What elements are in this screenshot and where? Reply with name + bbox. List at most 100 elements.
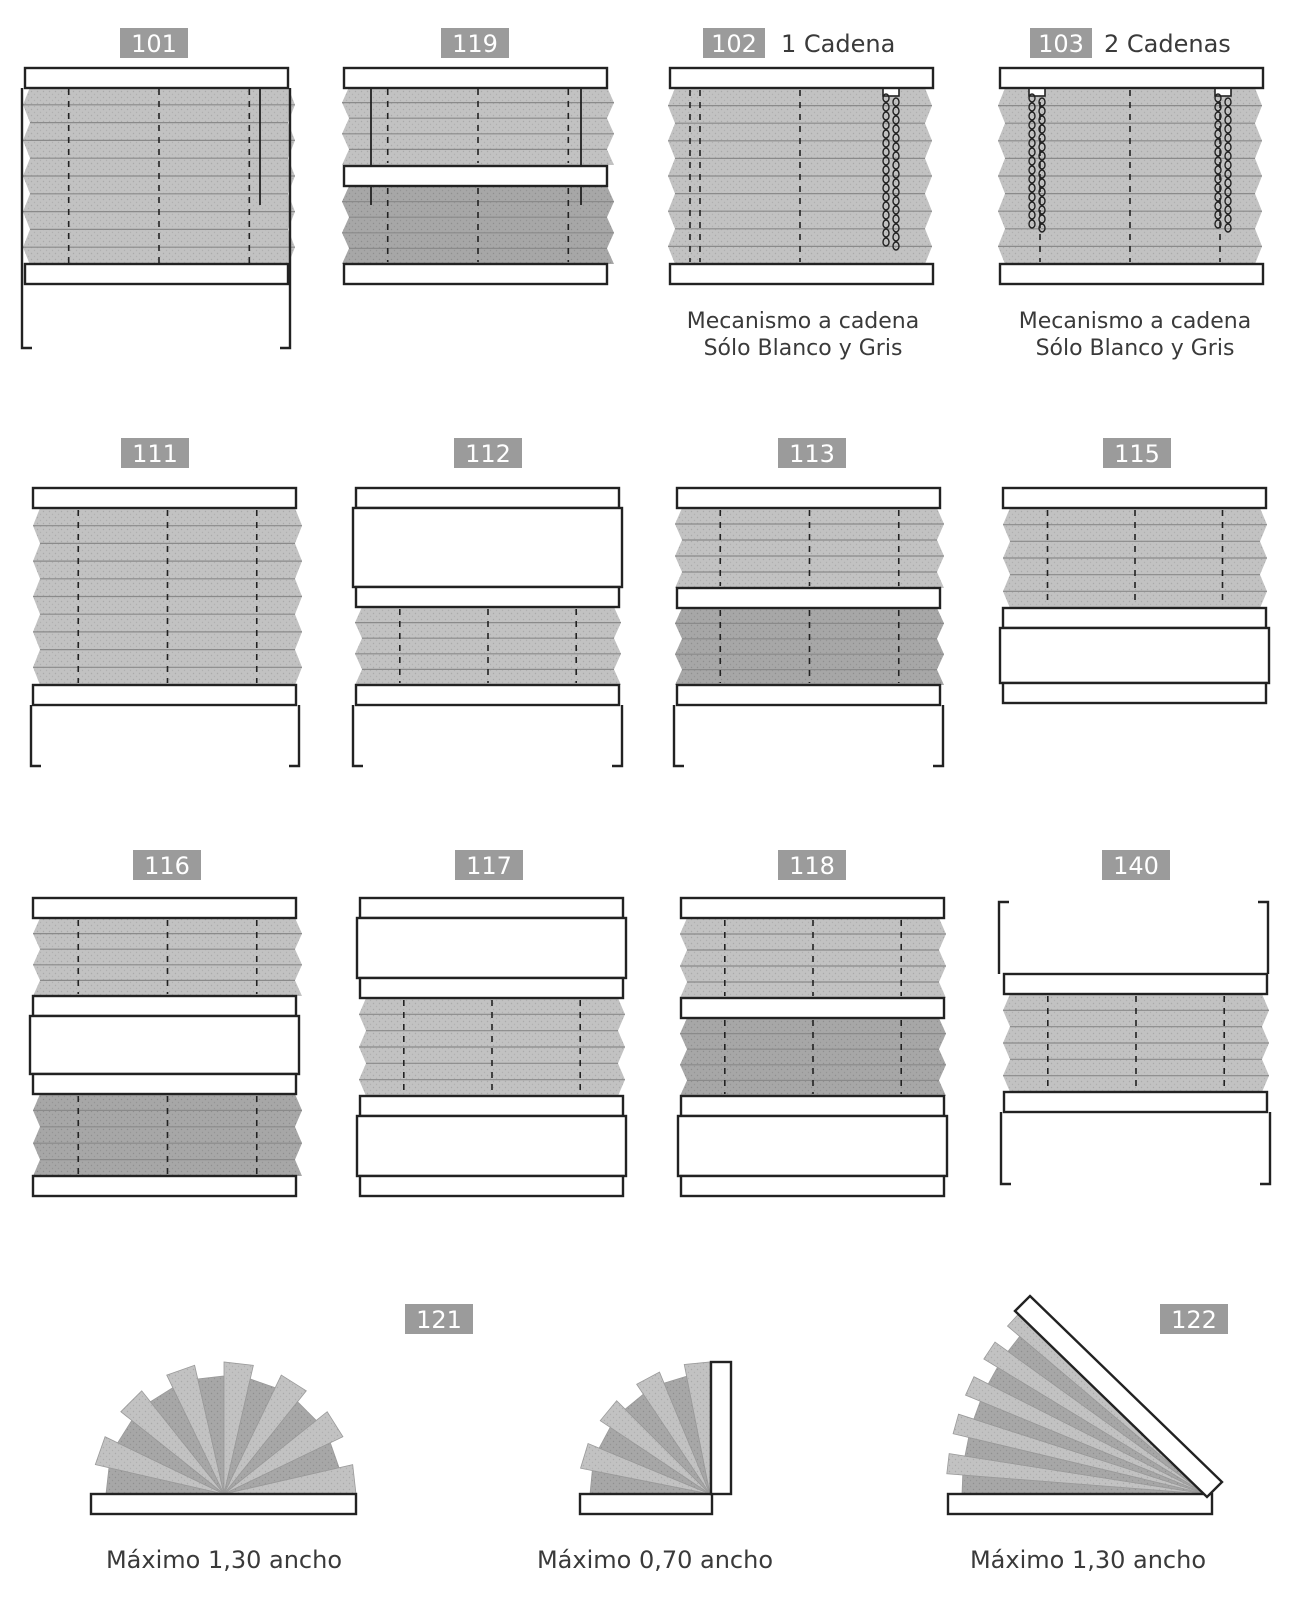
- chain-link: [882, 192, 890, 202]
- chain-count-label: 1 Cadena: [781, 30, 895, 58]
- chain-link: [1224, 115, 1232, 125]
- chain-link: [892, 232, 900, 242]
- model-121-corner: Máximo 0,70 ancho: [537, 1546, 773, 1574]
- chain-link: [1224, 151, 1232, 161]
- code-label: 103: [1038, 30, 1084, 58]
- bottom-rail: [342, 262, 609, 286]
- open-panel: [351, 506, 624, 589]
- chain-link: [1028, 147, 1036, 157]
- chain-link: [892, 160, 900, 170]
- chain-link: [892, 151, 900, 161]
- middle-rail: [358, 976, 625, 1000]
- bottom-rail: [675, 683, 942, 707]
- bottom-rail: [31, 683, 298, 707]
- chain-link: [882, 102, 890, 112]
- bottom-rail: [1001, 681, 1268, 705]
- code-label: 112: [465, 440, 511, 468]
- code-label: 118: [789, 852, 835, 880]
- chain-link: [1038, 214, 1046, 224]
- code-badge: [1030, 28, 1092, 58]
- max-width-caption: Máximo 1,30 ancho: [970, 1546, 1206, 1574]
- code-badge: [120, 28, 188, 58]
- chain-link: [1214, 138, 1222, 148]
- left-bracket: [20, 88, 32, 350]
- chain-link: [1224, 106, 1232, 116]
- chain-link: [882, 147, 890, 157]
- chain-link: [1214, 120, 1222, 130]
- code-label: 119: [452, 30, 498, 58]
- chain-link: [892, 124, 900, 134]
- chain-link: [892, 223, 900, 233]
- chain-link: [1214, 102, 1222, 112]
- chain-link: [1028, 129, 1036, 139]
- bottom-rail: [23, 262, 290, 286]
- chain-link: [1214, 201, 1222, 211]
- chain-link: [1028, 210, 1036, 220]
- open-panel: [355, 916, 628, 980]
- chain-link: [1038, 106, 1046, 116]
- chain-link: [1028, 174, 1036, 184]
- chain-link: [1038, 160, 1046, 170]
- bottom-rail: [358, 1174, 625, 1198]
- chain-link: [1224, 124, 1232, 134]
- chain-link: [1028, 93, 1036, 103]
- max-width-caption: Máximo 0,70 ancho: [537, 1546, 773, 1574]
- chain-link: [882, 228, 890, 238]
- top-rail: [679, 896, 946, 920]
- right-bracket: [289, 705, 301, 768]
- bottom-rail: [998, 262, 1265, 286]
- caption-line-2: Sólo Blanco y Gris: [1036, 336, 1235, 361]
- chain-link: [892, 142, 900, 152]
- code-label: 122: [1171, 1306, 1217, 1334]
- top-rail: [675, 486, 942, 510]
- right-bracket: [280, 88, 292, 350]
- code-label: 115: [1114, 440, 1160, 468]
- right-bracket: [1260, 1112, 1272, 1186]
- code-badge: [455, 850, 523, 880]
- chain-link: [882, 156, 890, 166]
- chain-link: [1028, 138, 1036, 148]
- chain-link: [1224, 142, 1232, 152]
- chain-link: [892, 187, 900, 197]
- top-rail: [1002, 972, 1269, 996]
- right-bracket: [1258, 900, 1270, 974]
- chain-link: [1038, 169, 1046, 179]
- chain-link: [1038, 151, 1046, 161]
- open-panel: [28, 1014, 301, 1076]
- chain-link: [1028, 201, 1036, 211]
- chain-link: [1038, 196, 1046, 206]
- model-140: 140: [1102, 850, 1170, 880]
- chain-link: [1224, 160, 1232, 170]
- chain-link: [882, 201, 890, 211]
- chain-link: [1028, 120, 1036, 130]
- chain-link: [1224, 178, 1232, 188]
- chain-link: [1214, 156, 1222, 166]
- left-bracket: [672, 705, 684, 768]
- chain-link: [892, 115, 900, 125]
- chain-link: [1028, 192, 1036, 202]
- right-bracket: [612, 705, 624, 768]
- model-118: 118: [778, 850, 846, 880]
- bottom-rail: [1002, 1090, 1269, 1114]
- chain-link: [882, 93, 890, 103]
- right-bracket: [933, 705, 945, 768]
- chain-link: [1214, 183, 1222, 193]
- base-rail: [578, 1492, 714, 1516]
- chain-link: [1224, 214, 1232, 224]
- chain-link: [882, 237, 890, 247]
- open-panel: [355, 1114, 628, 1178]
- code-label: 140: [1113, 852, 1159, 880]
- model-113: 113: [778, 438, 846, 468]
- top-rail: [354, 486, 621, 510]
- model-115: 115: [1103, 438, 1171, 468]
- chain-link: [1224, 223, 1232, 233]
- code-badge: [121, 438, 189, 468]
- chain-link: [1224, 187, 1232, 197]
- bottom-rail: [354, 683, 621, 707]
- caption-line-1: Mecanismo a cadena: [1019, 309, 1251, 334]
- chain-link: [1028, 219, 1036, 229]
- chain-link: [1038, 97, 1046, 107]
- top-rail: [342, 66, 609, 90]
- chain-link: [892, 241, 900, 251]
